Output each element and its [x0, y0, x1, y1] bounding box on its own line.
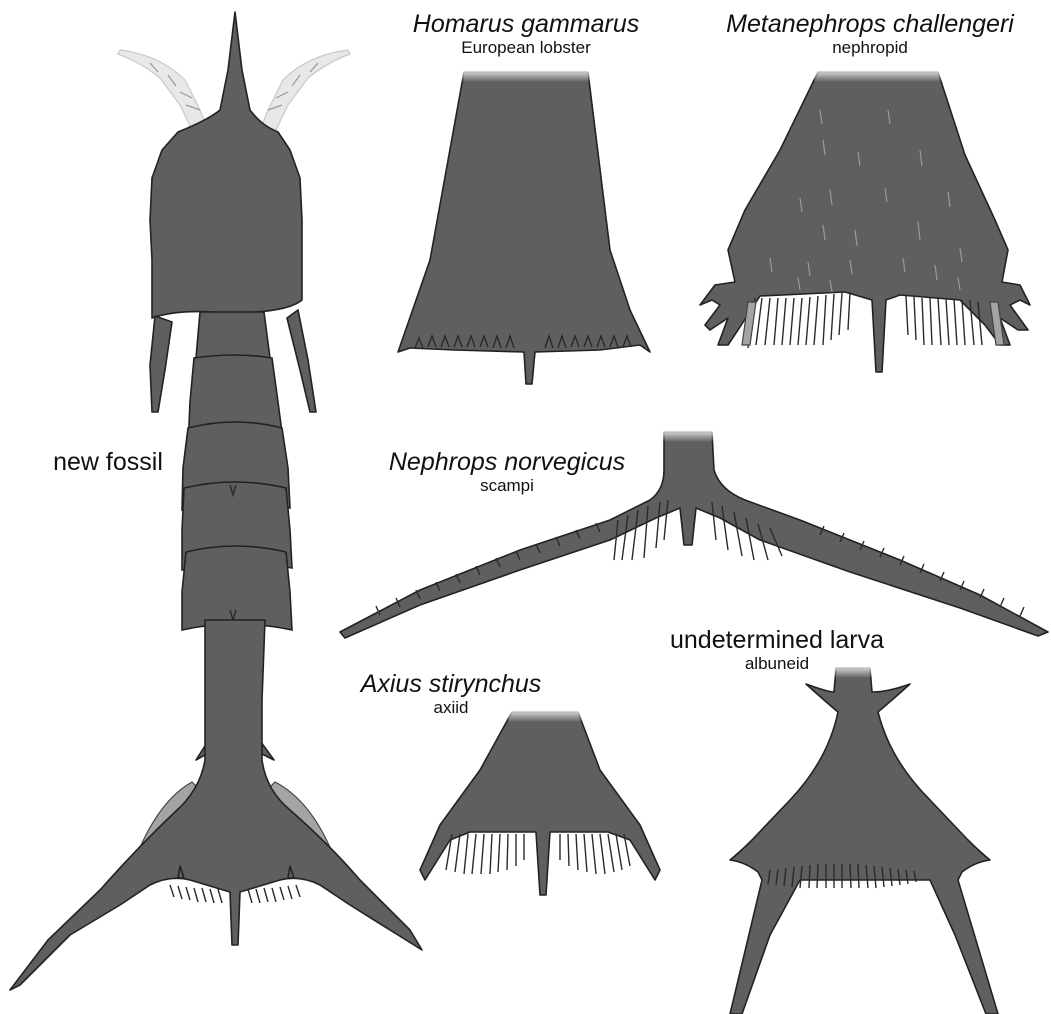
- abdominal-segment-5: [182, 546, 292, 630]
- larva-telson: [730, 664, 998, 1014]
- new-fossil-label: new fossil: [53, 448, 163, 476]
- metanephrops-common-name: nephropid: [726, 38, 1014, 58]
- carapace: [150, 12, 302, 318]
- axius-species-name: Axius stirynchus: [361, 670, 542, 698]
- metanephrops-species-name: Metanephrops challengeri: [726, 10, 1014, 38]
- label-new-fossil: new fossil: [53, 448, 163, 476]
- antenna-right: [262, 50, 350, 130]
- label-homarus: Homarus gammarus European lobster: [413, 10, 639, 58]
- homarus-common-name: European lobster: [413, 38, 639, 58]
- homarus-telson: [398, 68, 650, 384]
- label-metanephrops: Metanephrops challengeri nephropid: [726, 10, 1014, 58]
- nephrops-common-name: scampi: [389, 476, 625, 496]
- axius-common-name: axiid: [361, 698, 542, 718]
- axius-telson: [420, 708, 660, 895]
- metanephrops-telson: [700, 68, 1030, 372]
- abdominal-segment-1: [196, 312, 270, 358]
- larva-common-name: albuneid: [670, 654, 884, 674]
- nephrops-species-name: Nephrops norvegicus: [389, 448, 625, 476]
- label-axius: Axius stirynchus axiid: [361, 670, 542, 718]
- carapace-spine-right: [287, 310, 316, 412]
- label-larva: undetermined larva albuneid: [670, 626, 884, 674]
- homarus-species-name: Homarus gammarus: [413, 10, 639, 38]
- larva-species-name: undetermined larva: [670, 626, 884, 654]
- antenna-left: [118, 50, 206, 130]
- new-fossil-illustration: [10, 12, 422, 990]
- label-nephrops: Nephrops norvegicus scampi: [389, 448, 625, 496]
- carapace-spine-left: [150, 316, 172, 412]
